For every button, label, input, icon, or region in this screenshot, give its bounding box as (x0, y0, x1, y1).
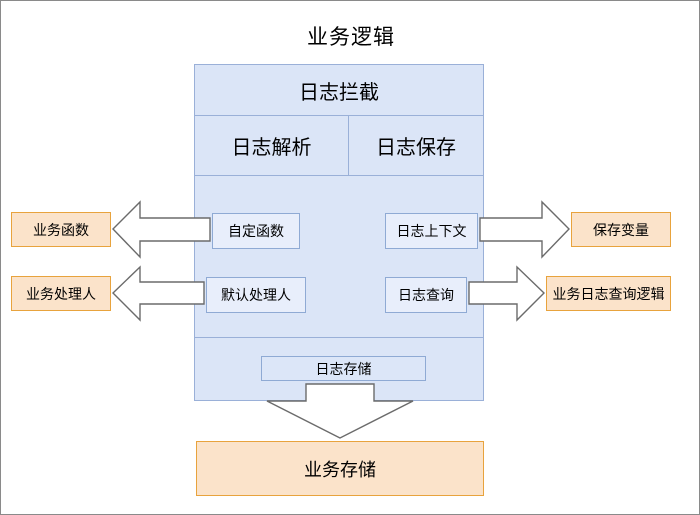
arrow-default-handler-to-business-handler (112, 265, 205, 322)
panel-cell-log-save: 日志保存 (349, 116, 483, 176)
box-business-function[interactable]: 业务函数 (11, 212, 111, 247)
panel-cell-log-parse: 日志解析 (195, 116, 349, 176)
panel-middle-section (195, 176, 483, 338)
box-default-handler[interactable]: 默认处理人 (206, 277, 306, 313)
box-business-storage[interactable]: 业务存储 (196, 441, 484, 496)
box-log-context[interactable]: 日志上下文 (385, 213, 478, 249)
arrow-log-context-to-save-variable (479, 200, 570, 259)
box-log-query[interactable]: 日志查询 (385, 277, 467, 313)
box-business-log-query-logic[interactable]: 业务日志查询逻辑 (546, 276, 671, 311)
panel-header-log-interception: 日志拦截 (195, 65, 483, 116)
box-business-handler[interactable]: 业务处理人 (11, 276, 111, 311)
box-save-variable[interactable]: 保存变量 (571, 212, 671, 247)
box-custom-function[interactable]: 自定函数 (212, 213, 300, 249)
page-title: 业务逻辑 (307, 25, 395, 49)
box-log-storage[interactable]: 日志存储 (261, 356, 426, 381)
